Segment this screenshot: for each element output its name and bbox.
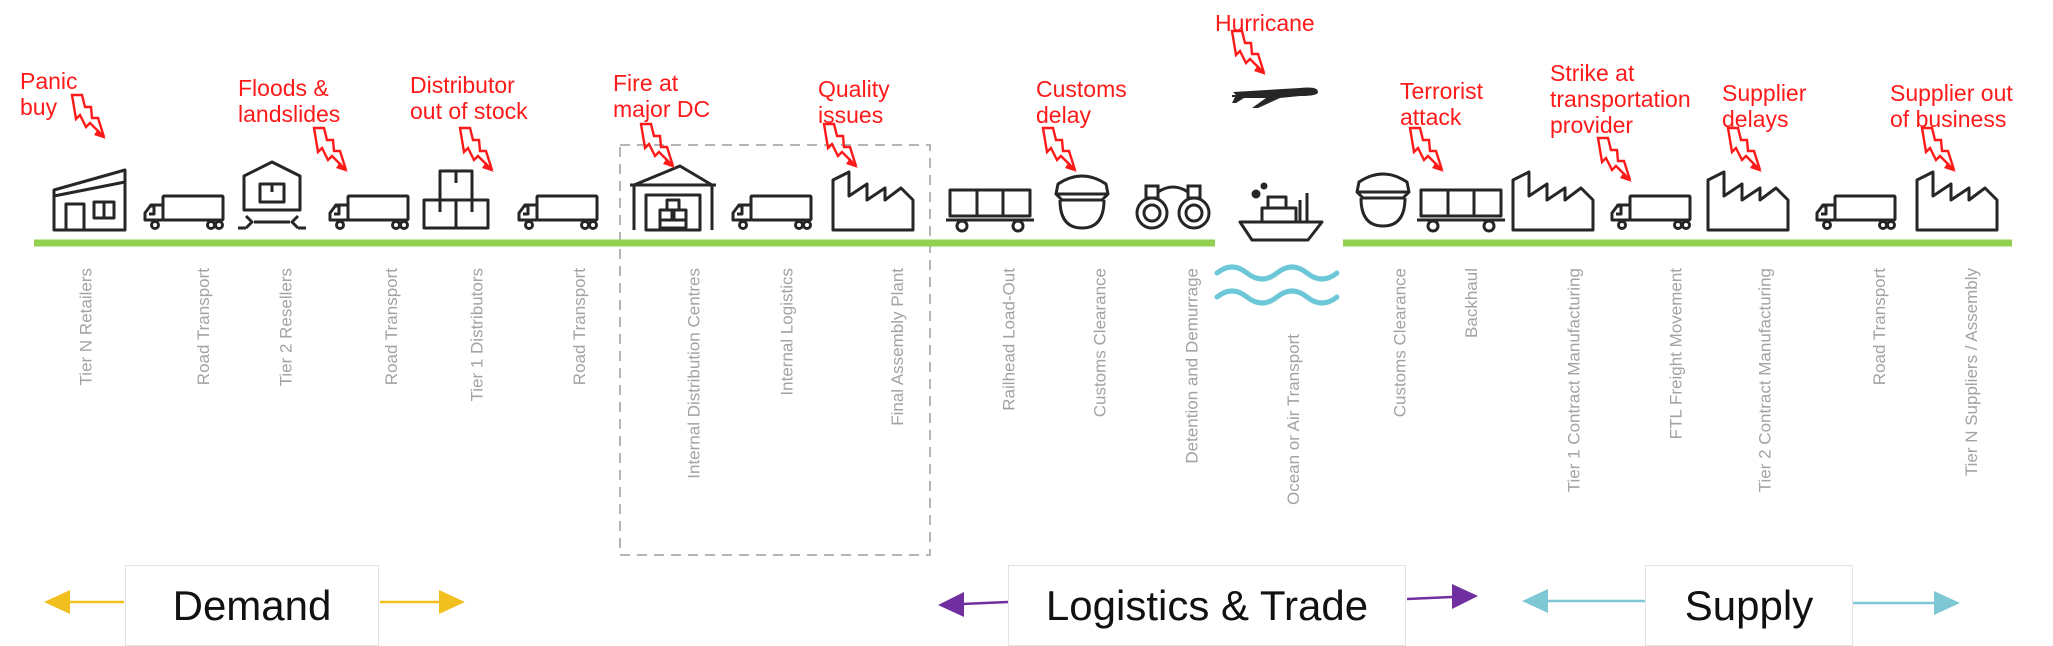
supply-arrow-left — [1522, 589, 1645, 613]
shop-icon — [52, 168, 127, 232]
stage-road-transport: Road Transport — [382, 268, 401, 386]
stage-road-transport: Road Transport — [1870, 268, 1889, 386]
truck-icon — [328, 194, 410, 230]
plane-icon — [1232, 87, 1318, 108]
logistics-arrow-left — [938, 592, 1009, 617]
factory-icon — [831, 170, 915, 232]
stage-road-transport: Road Transport — [194, 268, 213, 386]
lightning-icon — [1596, 136, 1634, 184]
risk-label-distributor: Distributor out of stock — [410, 72, 528, 124]
internal-operations-box — [619, 144, 931, 556]
boxes-icon — [422, 169, 490, 230]
stage-internal-logistics: Internal Logistics — [778, 268, 797, 396]
warehouse-box-icon — [238, 160, 306, 230]
truck-icon — [517, 194, 599, 230]
stage-railhead: Railhead Load-Out — [1000, 268, 1019, 411]
demand-arrow-right — [380, 590, 465, 614]
stage-tier1-distributors: Tier 1 Distributors — [468, 268, 487, 402]
lightning-icon — [1408, 126, 1446, 174]
stage-tier-n-retailers: Tier N Retailers — [76, 268, 95, 386]
factory-icon — [1915, 170, 1999, 232]
stage-customs-clearance: Customs Clearance — [1090, 268, 1109, 418]
stage-internal-dc: Internal Distribution Centres — [685, 268, 704, 479]
category-demand: Demand — [125, 565, 379, 646]
stage-tier-n-suppliers: Tier N Suppliers / Assembly — [1962, 268, 1981, 477]
lightning-icon — [458, 126, 496, 174]
risk-label-floods: Floods & landslides — [238, 75, 341, 127]
stage-ftl: FTL Freight Movement — [1666, 268, 1685, 440]
truck-icon — [1815, 194, 1897, 230]
truck-icon — [731, 194, 813, 230]
lightning-icon — [1920, 126, 1958, 174]
risk-label-supplier-delays: Supplier delays — [1722, 80, 1807, 132]
stage-customs-clearance: Customs Clearance — [1390, 268, 1409, 418]
stage-tier1-contract: Tier 1 Contract Manufacturing — [1564, 268, 1583, 493]
stage-tier2-resellers: Tier 2 Resellers — [276, 268, 295, 387]
rail-wagon-icon — [944, 188, 1036, 233]
risk-label-terrorist: Terrorist attack — [1400, 78, 1484, 130]
stage-detention: Detention and Demurrage — [1183, 268, 1202, 464]
truck-icon — [1610, 194, 1692, 230]
stage-final-assembly: Final Assembly Plant — [888, 268, 907, 426]
risk-label-customs-delay: Customs delay — [1036, 76, 1127, 128]
risk-label-quality: Quality issues — [818, 76, 890, 128]
logistics-arrow-right — [1406, 584, 1478, 609]
lightning-icon — [1041, 126, 1079, 174]
stage-road-transport: Road Transport — [570, 268, 589, 386]
stage-tier2-contract: Tier 2 Contract Manufacturing — [1755, 268, 1774, 493]
supply-arrow-right — [1852, 591, 1960, 615]
handcuffs-icon — [1135, 184, 1211, 230]
risk-label-supplier-out: Supplier out of business — [1890, 80, 2013, 132]
factory-icon — [1706, 170, 1790, 232]
waves-icon — [1214, 264, 1340, 306]
rail-wagon-icon — [1415, 188, 1507, 233]
truck-icon — [143, 194, 225, 230]
customs-officer-icon — [1054, 174, 1110, 230]
lightning-icon — [1230, 29, 1268, 77]
category-supply: Supply — [1645, 565, 1853, 646]
risk-label-hurricane: Hurricane — [1215, 10, 1315, 36]
stage-backhaul: Backhaul — [1462, 268, 1481, 338]
distribution-centre-icon — [630, 164, 716, 232]
lightning-icon — [1726, 126, 1764, 174]
risk-label-strike: Strike at transportation provider — [1550, 60, 1691, 138]
customs-officer-icon — [1355, 172, 1411, 228]
demand-arrow-left — [44, 590, 124, 614]
lightning-icon — [312, 126, 350, 174]
risk-label-panic-buy: Panic buy — [20, 68, 78, 120]
ship-icon — [1238, 182, 1324, 242]
risk-label-fire: Fire at major DC — [613, 70, 711, 122]
factory-icon — [1511, 170, 1595, 232]
category-logistics-trade: Logistics & Trade — [1008, 565, 1406, 646]
